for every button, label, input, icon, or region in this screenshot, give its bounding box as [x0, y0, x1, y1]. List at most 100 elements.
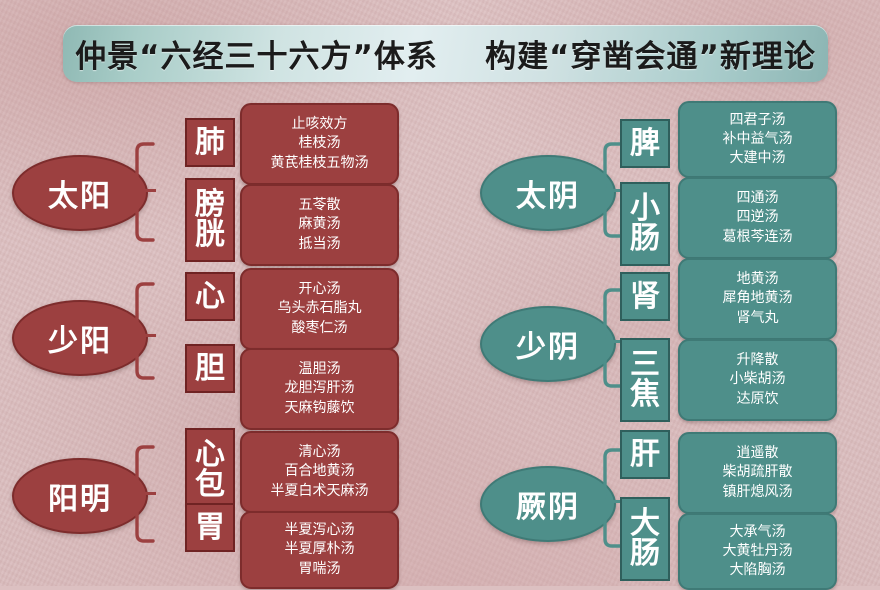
formula-box-胃[interactable]: 半夏泻心汤半夏厚朴汤胃喘汤 — [240, 511, 399, 589]
organ-label: 肾 — [630, 281, 660, 312]
organ-node-肾[interactable]: 肾 — [620, 272, 670, 321]
formula-item: 大黄牡丹汤 — [722, 542, 793, 559]
formula-box-膀胱[interactable]: 五苓散麻黄汤抵当汤 — [240, 184, 399, 266]
brace-connector — [132, 282, 156, 384]
formula-box-大肠[interactable]: 大承气汤大黄牡丹汤大陷胸汤 — [678, 513, 837, 590]
organ-char: 胱 — [195, 217, 225, 252]
formula-item: 四通汤 — [736, 190, 779, 207]
organ-node-肝[interactable]: 肝 — [620, 430, 670, 479]
organ-char: 心 — [195, 437, 225, 472]
formula-box-心[interactable]: 开心汤乌头赤石脂丸酸枣仁汤 — [240, 268, 399, 350]
meridian-label: 太阳 — [48, 179, 112, 214]
organ-char: 脾 — [630, 125, 660, 161]
formula-item: 止咳效方 — [291, 116, 348, 133]
organ-label: 心 — [195, 278, 225, 314]
formula-item: 地黄汤 — [736, 271, 779, 288]
meridian-node-taiyin[interactable]: 太阴 — [480, 155, 616, 231]
organ-label: 肝 — [630, 436, 660, 472]
formula-item: 柴胡疏肝散 — [722, 464, 793, 481]
brace-connector — [600, 142, 624, 242]
connector-line — [144, 334, 156, 337]
connector-line — [144, 492, 156, 495]
organ-node-三焦[interactable]: 三焦 — [620, 338, 670, 422]
formula-box-脾[interactable]: 四君子汤补中益气汤大建中汤 — [678, 101, 837, 178]
formula-item: 四君子汤 — [729, 111, 786, 128]
organ-char: 大 — [630, 506, 660, 541]
meridian-node-shaoyang[interactable]: 少阳 — [12, 300, 148, 376]
organ-char: 肠 — [630, 221, 660, 256]
organ-node-胆[interactable]: 胆 — [185, 344, 235, 393]
organ-char: 包 — [195, 467, 225, 502]
organ-label: 小肠 — [630, 194, 660, 254]
meridian-node-taiyang[interactable]: 太阳 — [12, 155, 148, 231]
organ-node-胃[interactable]: 胃 — [185, 503, 235, 552]
formula-item: 半夏泻心汤 — [284, 522, 355, 539]
formula-item: 温胆汤 — [298, 361, 341, 378]
organ-label: 大肠 — [630, 509, 660, 569]
meridian-label: 少阴 — [516, 330, 580, 365]
formula-item: 大承气汤 — [729, 523, 786, 540]
organ-node-肺[interactable]: 肺 — [185, 118, 235, 167]
title-banner: 仲景“六经三十六方”体系 构建“穿凿会通”新理论 — [63, 25, 828, 82]
formula-item: 龙胆泻肝汤 — [284, 380, 355, 397]
formula-box-肺[interactable]: 止咳效方桂枝汤黄芪桂枝五物汤 — [240, 103, 399, 185]
organ-node-心[interactable]: 心 — [185, 272, 235, 321]
organ-char: 小 — [630, 191, 660, 226]
formula-item: 酸枣仁汤 — [291, 319, 348, 336]
organ-node-心包[interactable]: 心包 — [185, 428, 235, 512]
formula-item: 胃喘汤 — [298, 560, 341, 577]
formula-item: 葛根芩连汤 — [722, 228, 793, 245]
formula-item: 大陷胸汤 — [729, 562, 786, 579]
connector-line — [612, 340, 624, 343]
formula-item: 小柴胡汤 — [729, 371, 786, 388]
connector-line — [144, 189, 156, 192]
formula-item: 清心汤 — [298, 444, 341, 461]
organ-label: 胃 — [195, 512, 225, 543]
brace-connector — [132, 142, 156, 246]
organ-label: 脾 — [630, 125, 660, 161]
organ-char: 胆 — [195, 350, 225, 386]
formula-item: 半夏厚朴汤 — [284, 541, 355, 558]
formula-item: 半夏白术天麻汤 — [270, 482, 369, 499]
brace-connector — [600, 448, 624, 552]
formula-box-胆[interactable]: 温胆汤龙胆泻肝汤天麻钩藤饮 — [240, 348, 399, 430]
formula-box-三焦[interactable]: 升降散小柴胡汤达原饮 — [678, 339, 837, 421]
organ-label: 肺 — [195, 124, 225, 160]
connector-line — [612, 189, 624, 192]
meridian-node-yangming[interactable]: 阳明 — [12, 458, 148, 534]
formula-item: 五苓散 — [298, 197, 341, 214]
organ-label: 膀胱 — [195, 190, 225, 250]
formula-item: 补中益气汤 — [722, 130, 793, 147]
organ-char: 三 — [630, 347, 660, 382]
organ-char: 肺 — [195, 124, 225, 160]
connector-line — [612, 500, 624, 503]
formula-item: 大建中汤 — [729, 150, 786, 167]
formula-box-小肠[interactable]: 四通汤四逆汤葛根芩连汤 — [678, 177, 837, 259]
formula-item: 黄芪桂枝五物汤 — [270, 154, 369, 171]
organ-node-脾[interactable]: 脾 — [620, 119, 670, 168]
formula-item: 乌头赤石脂丸 — [277, 300, 362, 317]
organ-node-大肠[interactable]: 大肠 — [620, 497, 670, 581]
organ-node-小肠[interactable]: 小肠 — [620, 182, 670, 266]
formula-item: 桂枝汤 — [298, 135, 341, 152]
formula-item: 抵当汤 — [298, 235, 341, 252]
formula-box-肾[interactable]: 地黄汤犀角地黄汤肾气丸 — [678, 258, 837, 340]
meridian-label: 厥阴 — [516, 490, 580, 525]
organ-node-膀胱[interactable]: 膀胱 — [185, 178, 235, 262]
organ-char: 焦 — [630, 377, 660, 412]
meridian-node-shaoyin[interactable]: 少阴 — [480, 306, 616, 382]
brace-connector — [600, 288, 624, 392]
formula-item: 肾气丸 — [736, 309, 779, 326]
formula-item: 开心汤 — [298, 281, 341, 298]
formula-box-心包[interactable]: 清心汤百合地黄汤半夏白术天麻汤 — [240, 431, 399, 513]
formula-item: 麻黄汤 — [298, 216, 341, 233]
organ-label: 胆 — [195, 350, 225, 386]
organ-char: 肝 — [630, 436, 660, 472]
formula-item: 升降散 — [736, 352, 779, 369]
meridian-node-jueyin[interactable]: 厥阴 — [480, 466, 616, 542]
organ-label: 三焦 — [630, 350, 660, 410]
organ-char: 心 — [195, 278, 225, 314]
formula-box-肝[interactable]: 逍遥散柴胡疏肝散镇肝熄风汤 — [678, 432, 837, 514]
organ-char: 膀 — [195, 187, 225, 222]
formula-item: 达原饮 — [736, 390, 779, 407]
